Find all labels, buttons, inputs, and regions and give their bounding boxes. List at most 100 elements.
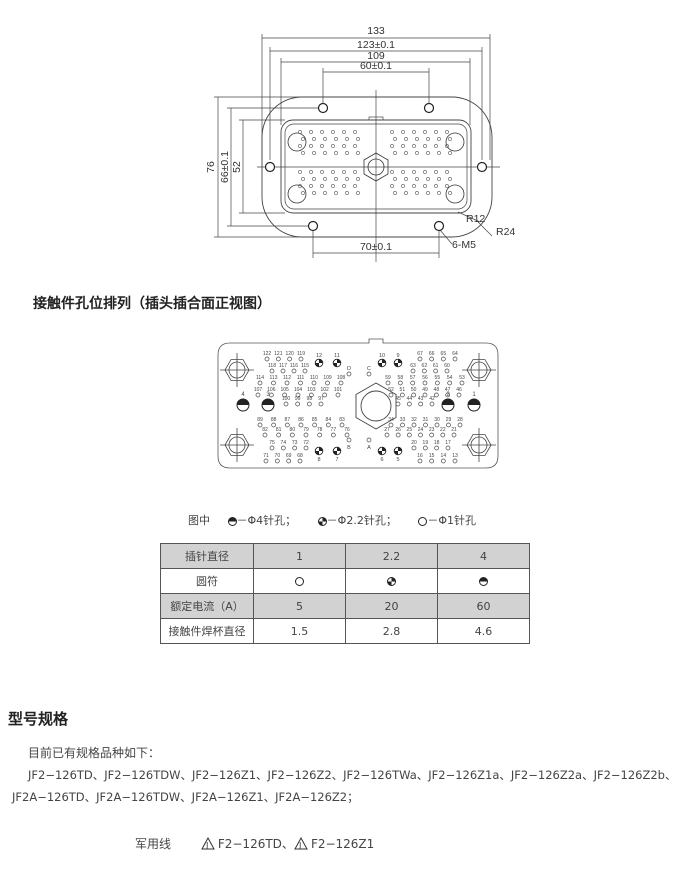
- military-label: 军用线: [135, 837, 172, 851]
- signal-pin: [298, 356, 304, 362]
- dim-133: 133: [367, 25, 385, 37]
- legend-phi1: －Φ1针孔: [418, 514, 476, 527]
- large-contact: [228, 361, 246, 379]
- signal-pin: [317, 432, 323, 438]
- signal-pin: [289, 432, 295, 438]
- dim-6-m5: 6-M5: [452, 239, 476, 251]
- signal-pin: [291, 368, 297, 374]
- signal-pin: [303, 432, 309, 438]
- pin-hole: [445, 144, 449, 148]
- pin-hole: [404, 177, 408, 181]
- signal-pin: [440, 432, 446, 438]
- power-pin: [467, 398, 481, 412]
- signal-pin: [262, 432, 268, 438]
- signal-pin: [292, 445, 298, 451]
- spec-cell: 1: [253, 543, 346, 569]
- pin-hole: [323, 151, 327, 155]
- pin-hole: [390, 170, 394, 174]
- pin-hole: [393, 151, 397, 155]
- svg-text:J: J: [298, 841, 301, 850]
- pin-number: 14: [441, 453, 447, 459]
- pin-number: 20: [411, 440, 417, 446]
- pin-number: 67: [417, 351, 423, 357]
- dim-76: 76: [205, 161, 217, 173]
- pin-number: 81: [276, 427, 282, 433]
- pin-number: 32: [411, 417, 417, 423]
- signal-pin: [295, 392, 301, 398]
- pin-number: 80: [290, 427, 296, 433]
- models-intro: 目前已有规格品种如下：: [28, 746, 161, 760]
- signal-pin: [434, 380, 440, 386]
- signal-pin: [417, 458, 423, 464]
- signal-pin: [271, 422, 277, 428]
- circle-open-icon: [295, 577, 304, 586]
- pin-hole: [334, 151, 338, 155]
- pin-number: C: [367, 366, 371, 372]
- military-triangle-icon: J: [201, 836, 215, 850]
- pin-number: 48: [434, 387, 440, 393]
- pin-hole: [393, 177, 397, 181]
- pin-number: 110: [310, 375, 318, 381]
- pin-number: 58: [398, 375, 404, 381]
- signal-pin: [400, 422, 405, 428]
- mid-pin-fill: [378, 447, 386, 455]
- pin-hole: [423, 144, 427, 148]
- spec-symbol-cell: [253, 568, 346, 594]
- pin-number: 116: [290, 363, 298, 369]
- pin-number: 25: [407, 427, 413, 433]
- signal-pin: [311, 380, 317, 386]
- signal-pin: [284, 422, 290, 428]
- pin-number: 79: [303, 427, 309, 433]
- pin-hole: [298, 184, 302, 188]
- pin-number: 98: [307, 396, 313, 402]
- pin-hole: [401, 130, 405, 134]
- pin-hole: [331, 170, 335, 174]
- pin-hole: [298, 170, 302, 174]
- signal-pin: [303, 445, 309, 451]
- pin-hole: [437, 177, 441, 181]
- pin-hole: [401, 170, 405, 174]
- pin-number: 97: [318, 396, 324, 402]
- pin-number: 9: [396, 353, 399, 359]
- signal-pin: [388, 392, 394, 398]
- pin-number: 119: [297, 351, 305, 357]
- signal-pin: [446, 422, 451, 428]
- models-line-2: JF2A−126TD、JF2A−126TDW、JF2A−126Z1、JF2A−1…: [12, 790, 359, 804]
- quartered-circle-icon: [317, 516, 327, 526]
- separator: 、: [281, 837, 294, 851]
- pin-hole: [345, 151, 349, 155]
- pin-hole: [404, 191, 408, 195]
- pin-number: 16: [417, 453, 423, 459]
- pin-hole: [437, 151, 441, 155]
- mid-pin: [377, 358, 387, 368]
- signal-pin: [445, 392, 451, 398]
- pin-hole: [353, 170, 357, 174]
- pin-hole: [356, 151, 360, 155]
- pin-number: 55: [435, 375, 441, 381]
- pin-hole: [331, 144, 335, 148]
- signal-pin: [445, 445, 451, 451]
- signal-pin: [395, 432, 401, 438]
- signal-pin: [287, 356, 293, 362]
- signal-pin: [447, 380, 453, 386]
- signal-pin: [444, 368, 450, 374]
- signal-pin: [269, 445, 275, 451]
- spec-cell: 2.8: [345, 618, 438, 644]
- mid-pin: [393, 446, 403, 456]
- pin-number: 84: [326, 417, 332, 423]
- pin-number: 56: [422, 375, 428, 381]
- pin-hole: [353, 144, 357, 148]
- signal-pin: [433, 368, 439, 374]
- signal-pin: [318, 401, 324, 407]
- pin-hole: [331, 130, 335, 134]
- signal-pin: [452, 458, 458, 464]
- pin-number: 66: [429, 351, 435, 357]
- pin-number: 64: [452, 351, 458, 357]
- signal-pin: [257, 422, 263, 428]
- pin-number: 75: [269, 440, 275, 446]
- pin-hole: [404, 151, 408, 155]
